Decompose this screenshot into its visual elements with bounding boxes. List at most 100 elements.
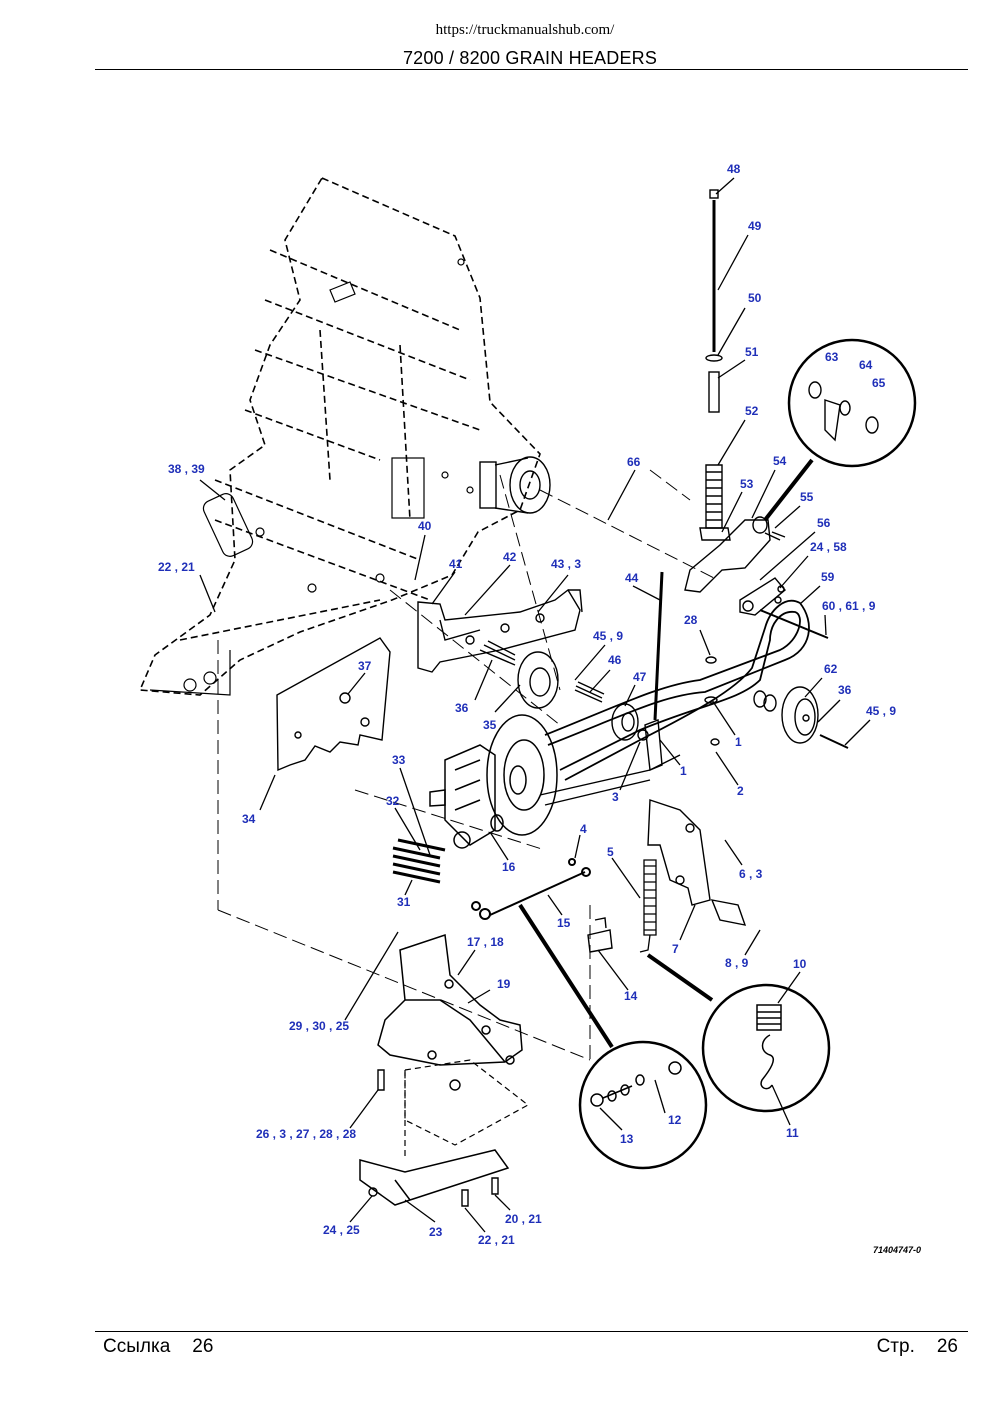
callout-labels: 48 49 50 51 52 53 54 55 56 24 , 58 59 60… [158,162,896,1247]
callout-22-21: 22 , 21 [158,560,195,574]
callout-16: 16 [502,860,516,874]
tension-spring [639,859,657,953]
callout-41: 41 [449,557,463,571]
callout-1-lower: 1 [680,764,687,778]
lower-support-bracket [377,933,523,1066]
callout-29-30-25: 29 , 30 , 25 [289,1019,349,1033]
callout-4: 4 [580,822,587,836]
skid-plate [359,1149,510,1206]
callout-48: 48 [727,162,741,176]
callout-leader-lines [199,177,871,1233]
callout-23: 23 [429,1225,443,1239]
shim-stack [392,838,446,884]
callout-14: 14 [624,989,638,1003]
lower-hardware [368,1069,499,1207]
vertical-rod-assembly [699,189,731,541]
callout-24-58: 24 , 58 [810,540,847,554]
link-rod [471,858,591,920]
callout-65: 65 [872,376,886,390]
callout-8-9: 8 , 9 [725,956,749,970]
right-pulley [753,686,849,749]
callout-64: 64 [859,358,873,372]
center-pulley [479,640,605,709]
tension-bracket [647,799,747,926]
callout-5: 5 [607,845,614,859]
callout-49: 49 [748,219,762,233]
page-title: 7200 / 8200 GRAIN HEADERS [402,48,658,68]
callout-47: 47 [633,670,647,684]
callout-54: 54 [773,454,787,468]
callout-50: 50 [748,291,762,305]
mounting-bracket [417,588,583,673]
callout-55: 55 [800,490,814,504]
callout-15: 15 [557,916,571,930]
callout-28: 28 [684,613,698,627]
callout-51: 51 [745,345,759,359]
callout-3: 3 [612,790,619,804]
callout-42: 42 [503,550,517,564]
callout-52: 52 [745,404,759,418]
cover-plate [276,637,391,772]
gearbox-and-disk [429,714,558,849]
header-frame-details [149,258,474,696]
detail-circle-spring-hook [701,983,831,1113]
upper-drive-pulley [479,456,551,514]
callout-46: 46 [608,653,622,667]
callout-45-9: 45 , 9 [593,629,623,643]
callout-36-right: 36 [838,683,852,697]
footer-divider [95,1331,968,1332]
detail-spring-leader [646,953,714,1002]
callout-11: 11 [786,1126,799,1140]
callout-60-61-9: 60 , 61 , 9 [822,599,876,613]
small-bracket [587,917,613,953]
callout-13: 13 [620,1132,634,1146]
callout-10: 10 [793,957,807,971]
adjust-linkage [539,571,720,806]
figure-id: 71404747-0 [873,1245,921,1255]
footer-page-label: Стр. [876,1336,915,1357]
footer-reference-label: Ссылка [103,1336,171,1357]
callout-44: 44 [625,571,639,585]
callout-38-39: 38 , 39 [168,462,205,476]
footer-page: Стр. 26 [877,1336,958,1358]
callout-34: 34 [242,812,256,826]
detail-spring-hook-parts [756,1004,782,1090]
callout-31: 31 [397,895,411,909]
footer-page-number: 26 [936,1336,958,1357]
callout-26-3-27-28-28: 26 , 3 , 27 , 28 , 28 [256,1127,356,1141]
detail-upper-leader [763,458,814,522]
callout-63: 63 [825,350,839,364]
callout-43-3: 43 , 3 [551,557,581,571]
callout-7: 7 [672,942,679,956]
callout-1-upper: 1 [735,735,742,749]
footer-reference-number: 26 [192,1336,214,1357]
callout-56: 56 [817,516,831,530]
callout-33: 33 [392,753,406,767]
idler-pulley [611,703,649,741]
callout-12: 12 [668,1113,682,1127]
callout-36: 36 [455,701,469,715]
detail-upper-parts [808,381,879,442]
callout-22-21-lower: 22 , 21 [478,1233,515,1247]
callout-66: 66 [627,455,641,469]
header-divider [95,69,968,70]
lower-plate-dashed [404,1059,530,1160]
callout-17-18: 17 , 18 [467,935,504,949]
header-frame-outline [138,176,541,696]
detail-circle-upper [787,338,917,468]
detail-rod-end-parts [590,1061,682,1107]
callout-45-9-right: 45 , 9 [866,704,896,718]
callout-2: 2 [737,784,744,798]
callout-35: 35 [483,718,497,732]
callout-62: 62 [824,662,838,676]
callout-32: 32 [386,794,400,808]
pivot-arm-assembly [684,516,829,639]
callout-40: 40 [418,519,432,533]
callout-19: 19 [497,977,511,991]
footer-reference: Ссылка 26 [103,1336,213,1358]
callout-20-21: 20 , 21 [505,1212,542,1226]
detail-circle-rod-end [578,1040,708,1170]
detail-rod-end-leader [518,903,614,1049]
callout-53: 53 [740,477,754,491]
